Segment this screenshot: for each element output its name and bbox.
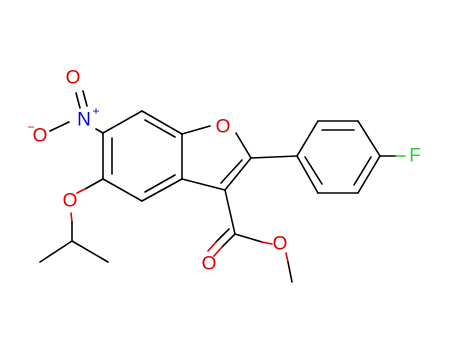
bond (95, 128, 104, 134)
bond (357, 155, 381, 194)
fluorine-label: F (409, 146, 421, 167)
carbonyl-bond (213, 246, 223, 257)
bond (296, 155, 319, 194)
bond (296, 120, 319, 157)
methyl-bond (287, 261, 293, 283)
bond (224, 189, 236, 235)
carbonyl-oxygen-label: O (202, 254, 217, 275)
nitro-oxygen-top-label: O (66, 68, 81, 89)
nitro-oxygen-left-label: O (33, 126, 48, 147)
bond (70, 212, 73, 223)
bond (141, 110, 183, 135)
bond (250, 155, 298, 159)
bond (234, 233, 263, 243)
bond (102, 110, 143, 134)
double-bond-inner (304, 156, 323, 185)
double-bond-inner (220, 159, 243, 184)
bond (261, 241, 273, 245)
bond (181, 178, 226, 191)
carbonyl-bond-2 (207, 241, 217, 252)
bond (221, 233, 236, 248)
bond (357, 120, 381, 157)
ether-oxygen-label: O (63, 191, 78, 212)
bond (141, 178, 183, 202)
bond (84, 178, 104, 190)
benzene-ring (102, 110, 183, 202)
n-o-double-bond (75, 92, 81, 109)
double-bond-inner (144, 174, 176, 193)
nitro-nitrogen-label: N (77, 110, 91, 131)
bond (224, 157, 252, 191)
ring-oxygen-label: O (216, 117, 231, 138)
bond (181, 125, 211, 135)
furan-ring (181, 125, 252, 191)
nitrogen-charge-label: + (92, 104, 99, 118)
n-o-double-bond (82, 90, 88, 107)
nitro-group (49, 90, 104, 134)
carbonyl-bond-2 (215, 228, 230, 243)
isopropoxy-group (39, 178, 109, 263)
bond (71, 240, 109, 263)
double-bond-inner (144, 119, 176, 138)
bond (285, 252, 289, 263)
bond (76, 188, 86, 194)
oxygen-charge-label: − (27, 120, 34, 134)
methoxy-oxygen-label: O (273, 234, 288, 255)
bond (102, 178, 143, 202)
bond (235, 132, 252, 159)
fluorophenyl-ring (250, 120, 406, 194)
double-bond-inner (353, 156, 372, 186)
methyl-ester-group (207, 189, 293, 283)
n-o-single-bond (49, 121, 70, 132)
bond (39, 240, 73, 263)
